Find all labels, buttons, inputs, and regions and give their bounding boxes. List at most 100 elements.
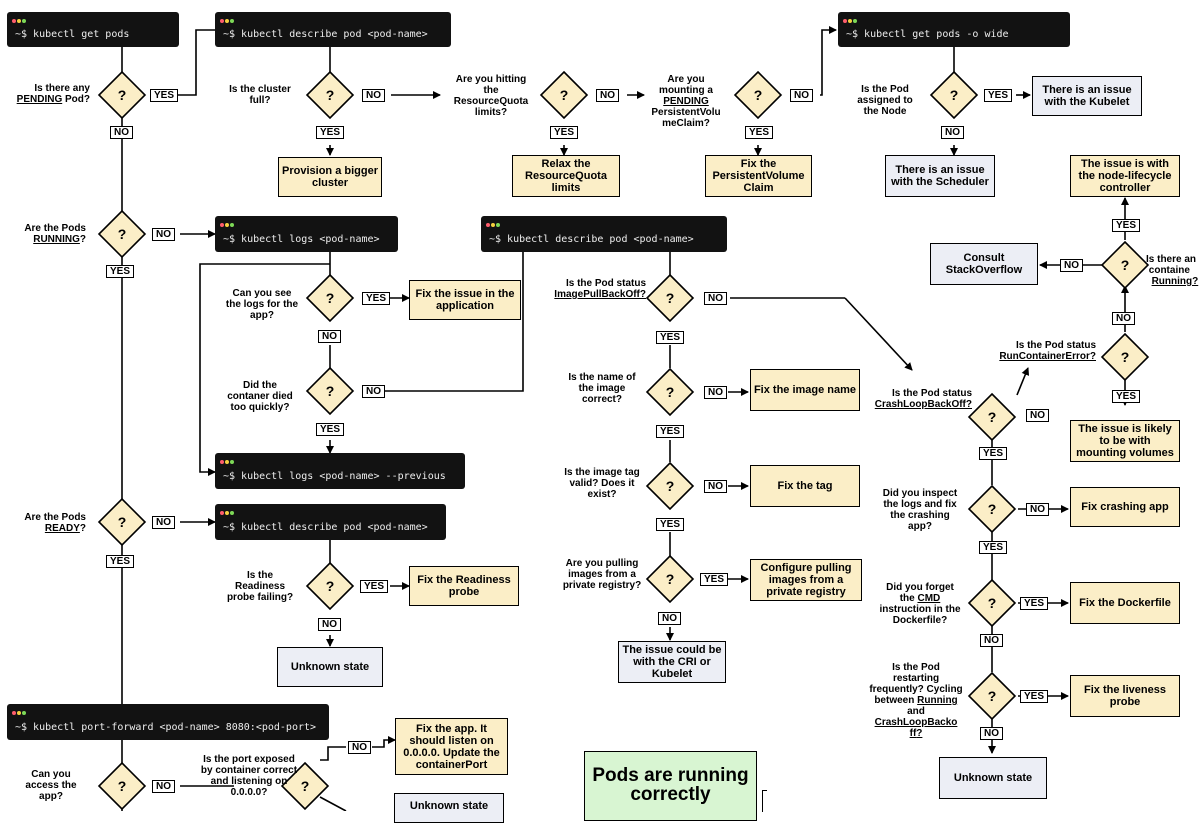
decision-mark: ? bbox=[118, 778, 127, 794]
decision-mark: ? bbox=[1121, 349, 1130, 365]
decision-diamond bbox=[539, 70, 589, 120]
decision-mark: ? bbox=[1121, 257, 1130, 273]
box-fix-tag: Fix the tag bbox=[750, 465, 860, 507]
label-no: NO bbox=[152, 780, 175, 793]
label-yes: YES bbox=[106, 265, 135, 278]
box-fix-crashing: Fix crashing app bbox=[1070, 487, 1180, 527]
question-access: Can you access the app? bbox=[25, 769, 77, 802]
command-text: ~$ kubectl get pods bbox=[15, 29, 130, 40]
label-no: NO bbox=[318, 330, 341, 343]
decision-mark: ? bbox=[118, 514, 127, 530]
window-dots bbox=[486, 219, 501, 227]
command-text: ~$ kubectl describe pod <pod-name> bbox=[489, 234, 694, 245]
box-cri-kubelet: The issue could be with the CRI or Kubel… bbox=[618, 641, 726, 683]
final-shadow bbox=[762, 790, 767, 812]
decision-diamond bbox=[929, 70, 979, 120]
decision-diamond bbox=[305, 70, 355, 120]
window-dots bbox=[220, 456, 235, 464]
label-yes: YES bbox=[1020, 597, 1049, 610]
question-image-name: Is the name of the image correct? bbox=[568, 372, 636, 405]
question-inspect-logs: Did you inspect the logs and fix the cra… bbox=[882, 488, 958, 532]
box-fix-pvc: Fix the PersistentVolume Claim bbox=[705, 155, 812, 197]
box-fix-image-name: Fix the image name bbox=[750, 369, 860, 411]
question-readiness: Is the Readiness probe failing? bbox=[226, 570, 294, 603]
question-see-logs: Can you see the logs for the app? bbox=[225, 288, 299, 321]
box-node-lifecycle: The issue is with the node-lifecycle con… bbox=[1070, 155, 1180, 197]
decision-mark: ? bbox=[988, 501, 997, 517]
terminal-describe-pod-3: ~$ kubectl describe pod <pod-name> bbox=[215, 504, 446, 540]
command-text: ~$ kubectl logs <pod-name> bbox=[223, 234, 380, 245]
label-no: NO bbox=[1026, 503, 1049, 516]
label-yes: YES bbox=[979, 541, 1008, 554]
box-fix-listen: Fix the app. It should listen on 0.0.0.0… bbox=[395, 718, 508, 775]
window-dots bbox=[843, 15, 858, 23]
decision-mark: ? bbox=[666, 571, 675, 587]
box-unknown-state-2: Unknown state bbox=[939, 757, 1047, 799]
label-yes: YES bbox=[656, 425, 685, 438]
decision-mark: ? bbox=[988, 688, 997, 704]
label-no: NO bbox=[790, 89, 813, 102]
window-dots bbox=[220, 507, 235, 515]
decision-mark: ? bbox=[988, 595, 997, 611]
label-yes: YES bbox=[984, 89, 1013, 102]
label-yes: YES bbox=[150, 89, 179, 102]
label-yes: YES bbox=[656, 518, 685, 531]
box-mounting-volumes: The issue is likely to be with mounting … bbox=[1070, 420, 1180, 462]
decision-mark: ? bbox=[560, 87, 569, 103]
decision-mark: ? bbox=[326, 578, 335, 594]
question-containers: Is there an containe Running? bbox=[1146, 254, 1199, 287]
decision-mark: ? bbox=[988, 409, 997, 425]
label-no: NO bbox=[941, 126, 964, 139]
decision-diamond bbox=[1100, 240, 1150, 290]
command-text: ~$ kubectl get pods -o wide bbox=[846, 29, 1009, 40]
box-scheduler-issue: There is an issue with the Scheduler bbox=[885, 155, 995, 197]
decision-diamond bbox=[645, 367, 695, 417]
box-pods-running: Pods are running correctly bbox=[584, 751, 757, 821]
label-yes: YES bbox=[1112, 219, 1141, 232]
command-text: ~$ kubectl describe pod <pod-name> bbox=[223, 29, 428, 40]
label-yes: YES bbox=[700, 573, 729, 586]
terminal-port-forward: ~$ kubectl port-forward <pod-name> 8080:… bbox=[7, 704, 329, 740]
decision-mark: ? bbox=[301, 778, 310, 794]
box-fix-dockerfile: Fix the Dockerfile bbox=[1070, 582, 1180, 624]
window-dots bbox=[12, 707, 27, 715]
decision-diamond bbox=[967, 671, 1017, 721]
decision-mark: ? bbox=[326, 290, 335, 306]
question-died: Did the contaner died too quickly? bbox=[227, 380, 293, 413]
label-no: NO bbox=[704, 386, 727, 399]
decision-mark: ? bbox=[666, 478, 675, 494]
label-no: NO bbox=[704, 292, 727, 305]
decision-diamond bbox=[967, 392, 1017, 442]
label-no: NO bbox=[596, 89, 619, 102]
command-text: ~$ kubectl describe pod <pod-name> bbox=[223, 522, 428, 533]
decision-diamond bbox=[97, 70, 147, 120]
question-private: Are you pulling images from a private re… bbox=[562, 558, 642, 591]
label-no: NO bbox=[318, 618, 341, 631]
decision-diamond bbox=[280, 761, 330, 811]
label-yes: YES bbox=[979, 447, 1008, 460]
box-unknown-state-1: Unknown state bbox=[277, 647, 383, 687]
label-yes: YES bbox=[656, 331, 685, 344]
label-no: NO bbox=[348, 741, 371, 754]
decision-mark: ? bbox=[950, 87, 959, 103]
question-assigned: Is the Pod assigned to the Node bbox=[857, 84, 913, 117]
box-relax-quota: Relax the ResourceQuota limits bbox=[512, 155, 620, 197]
label-yes: YES bbox=[360, 580, 389, 593]
decision-diamond bbox=[733, 70, 783, 120]
terminal-logs: ~$ kubectl logs <pod-name> bbox=[215, 216, 398, 252]
label-no: NO bbox=[1112, 312, 1135, 325]
box-fix-liveness: Fix the liveness probe bbox=[1070, 675, 1180, 717]
label-no: NO bbox=[110, 126, 133, 139]
decision-diamond bbox=[305, 366, 355, 416]
window-dots bbox=[12, 15, 27, 23]
question-restarting: Is the Pod restarting frequently? Cyclin… bbox=[869, 662, 963, 739]
decision-diamond bbox=[967, 484, 1017, 534]
label-no: NO bbox=[362, 385, 385, 398]
label-no: NO bbox=[152, 228, 175, 241]
label-yes: YES bbox=[316, 126, 345, 139]
decision-diamond bbox=[305, 273, 355, 323]
question-cluster-full: Is the cluster full? bbox=[229, 84, 291, 106]
